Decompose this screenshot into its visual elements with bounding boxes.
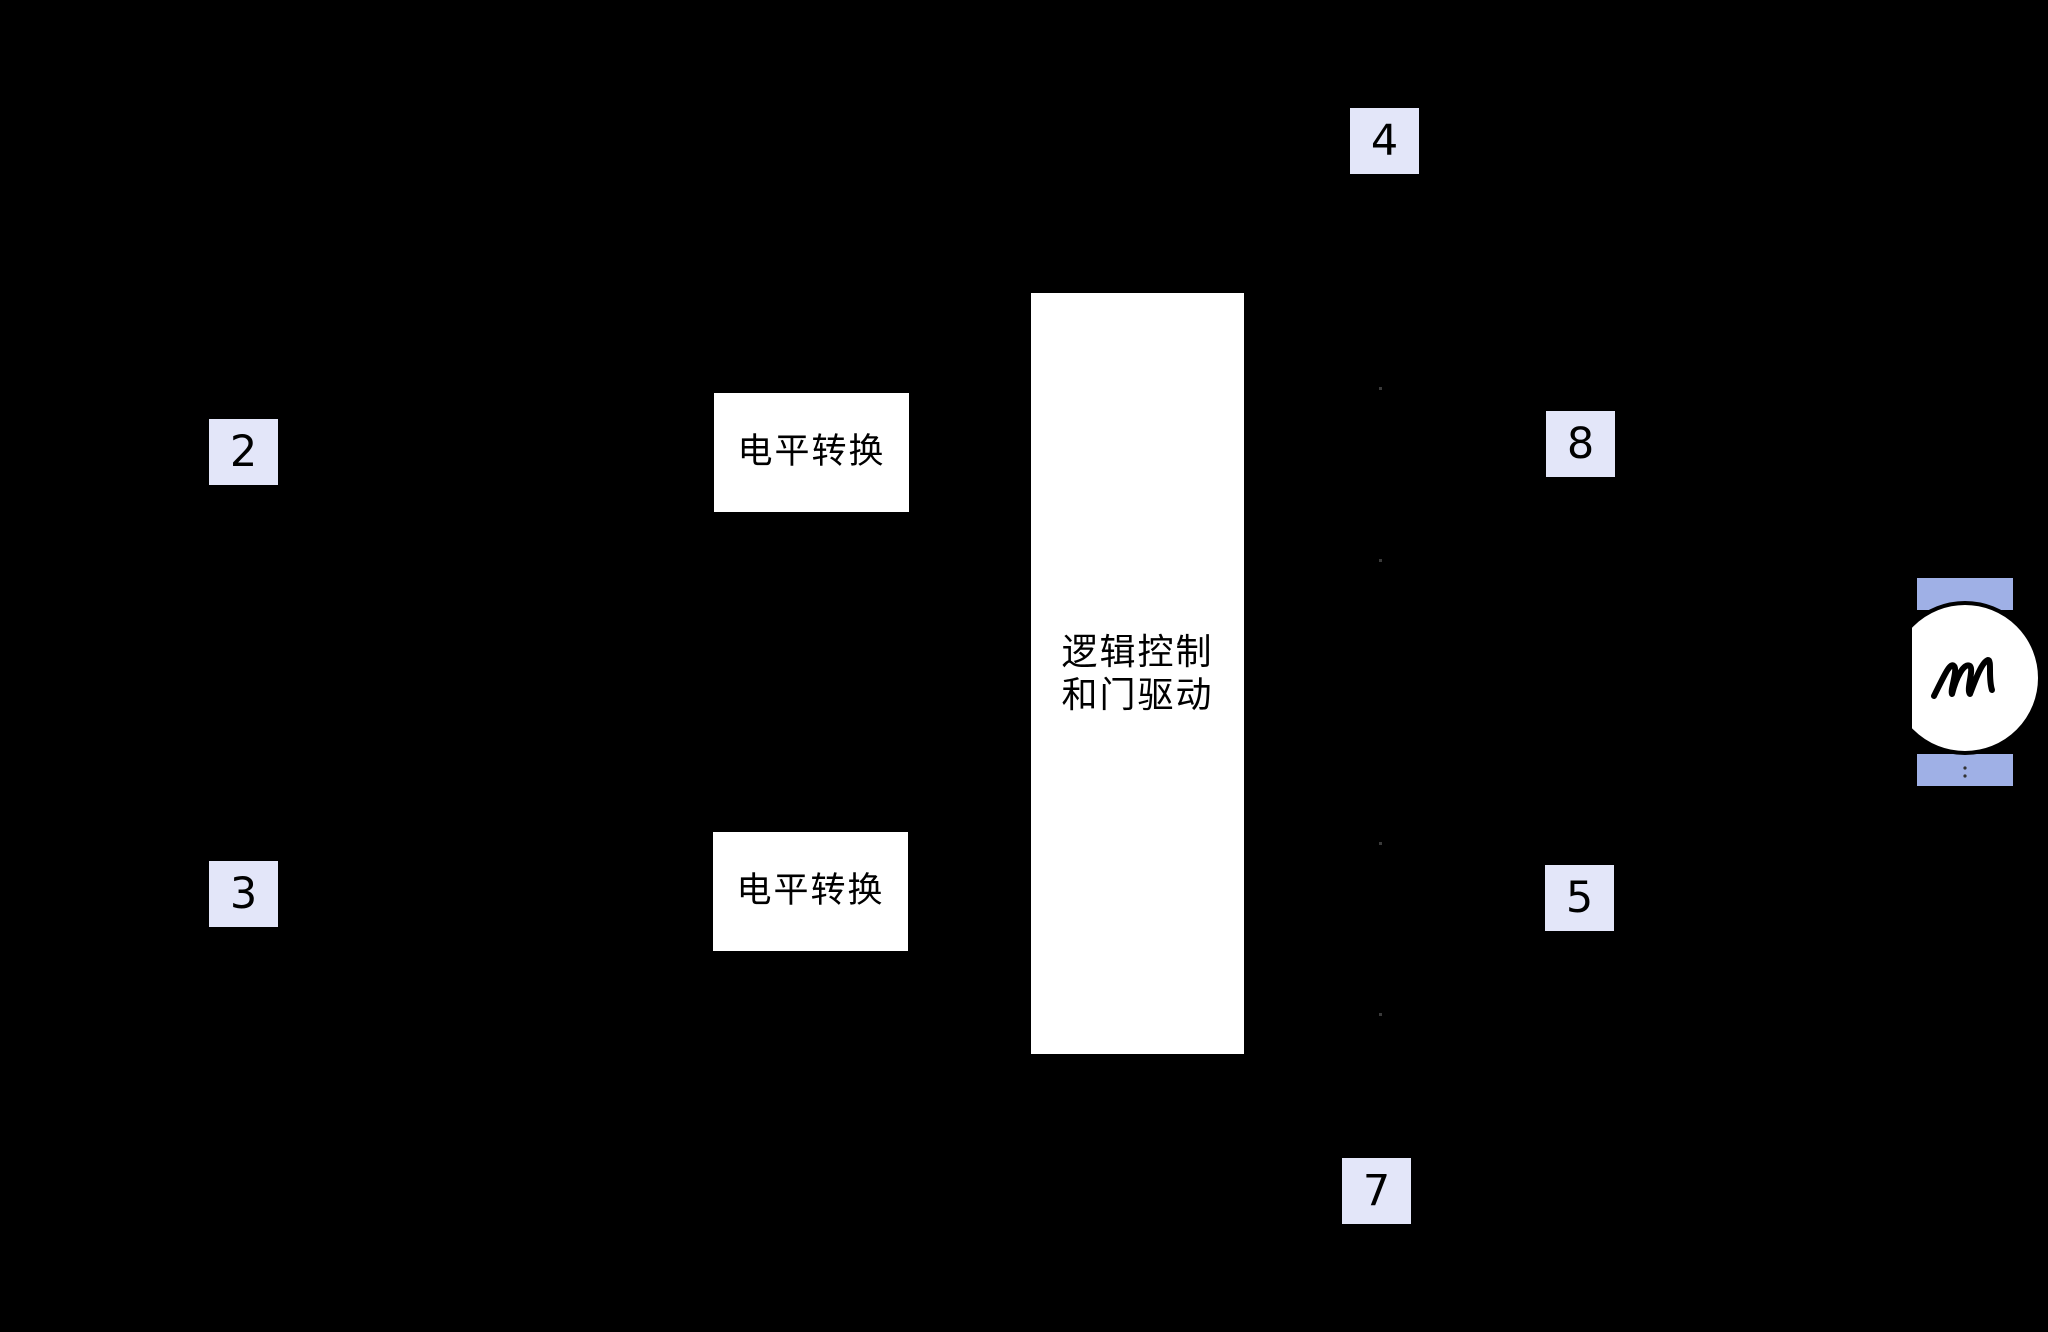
junction-dot xyxy=(1379,559,1382,562)
junction-dot xyxy=(1379,1013,1382,1016)
pin-8-label: 8 xyxy=(1546,411,1615,477)
logic-control-gate-driver-block: 逻辑控制 和门驱动 xyxy=(1031,293,1244,1054)
motor-terminal-dot xyxy=(1963,774,1967,778)
pin-5-label: 5 xyxy=(1545,865,1614,931)
pin-2-label: 2 xyxy=(209,419,278,485)
level-shifter-top: 电平转换 xyxy=(714,393,909,512)
junction-dot xyxy=(1379,842,1382,845)
level-shifter-top-label: 电平转换 xyxy=(737,432,886,472)
pin-7-label: 7 xyxy=(1342,1158,1411,1224)
level-shifter-bottom: 电平转换 xyxy=(713,832,908,951)
pin-4-label: 4 xyxy=(1350,108,1419,174)
motor-m-glyph xyxy=(1931,657,1995,699)
motor-icon xyxy=(1912,578,2042,786)
motor-bracket-bottom xyxy=(1917,754,2013,786)
logic-block-line1: 逻辑控制 xyxy=(1061,631,1214,673)
logic-block-text: 逻辑控制 和门驱动 xyxy=(1061,631,1213,717)
level-shifter-bottom-label: 电平转换 xyxy=(736,871,885,911)
motor-terminal-dot xyxy=(1963,766,1967,770)
junction-dot xyxy=(1379,387,1382,390)
logic-block-line2: 和门驱动 xyxy=(1061,674,1214,716)
pin-3-label: 3 xyxy=(209,861,278,927)
